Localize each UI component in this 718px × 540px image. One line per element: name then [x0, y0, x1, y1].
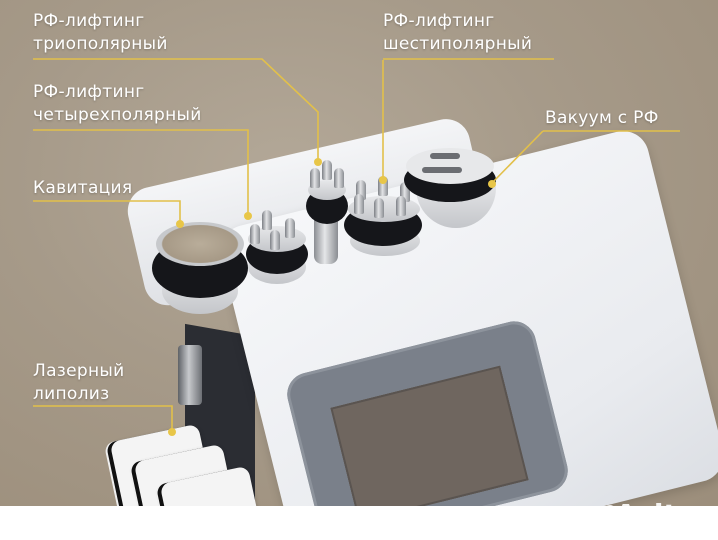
label-vacuum-rf: Вакуум с РФ — [545, 108, 659, 128]
label-laser-lipolysis: Лазерный липолиз — [33, 360, 124, 406]
leader-dot — [168, 428, 176, 436]
leader-line-laser — [33, 405, 173, 430]
vacuum-slot — [422, 167, 462, 173]
electrode-pin — [356, 180, 366, 200]
leader-dot — [488, 180, 496, 188]
electrode-pin — [374, 198, 384, 218]
bottom-strip — [0, 506, 718, 540]
leader-dot — [314, 158, 322, 166]
cavitation-handle — [178, 345, 202, 405]
label-line: липолиз — [33, 384, 110, 404]
vacuum-slot — [430, 153, 460, 159]
label-line: РФ-лифтинг — [383, 11, 495, 31]
electrode-pin — [262, 210, 272, 230]
leader-dot — [176, 220, 184, 228]
label-rf-hexapolar: РФ-лифтинг шестиполярный — [383, 10, 532, 56]
electrode-pin — [354, 194, 364, 214]
label-line: РФ-лифтинг — [33, 11, 145, 31]
leader-line-rf-quadpolar — [33, 129, 249, 214]
electrode-pin — [250, 224, 260, 244]
electrode-pin — [400, 182, 410, 202]
label-line: шестиполярный — [383, 34, 533, 54]
label-line: четырехполярный — [33, 105, 202, 125]
label-line: триополярный — [33, 34, 168, 54]
electrode-pin — [310, 168, 320, 188]
leader-dot — [379, 176, 387, 184]
label-rf-quadpolar: РФ-лифтинг четырехполярный — [33, 81, 202, 127]
label-rf-tripolar: РФ-лифтинг триополярный — [33, 10, 168, 56]
leader-dot — [244, 212, 252, 220]
cavitation-head — [156, 222, 244, 266]
leader-line-vacuum — [491, 130, 544, 184]
leader-line-cavitation — [33, 200, 181, 222]
leader-line-rf-tripolar — [33, 58, 319, 160]
rf-tripolar-handle — [314, 218, 338, 264]
label-line: Лазерный — [33, 361, 125, 381]
electrode-pin — [396, 196, 406, 216]
electrode-pin — [322, 160, 332, 180]
electrode-pin — [378, 176, 388, 196]
avito-watermark: Avito — [615, 498, 696, 506]
product-photo: РФ-лифтинг триополярный РФ-лифтинг четыр… — [0, 0, 718, 506]
electrode-pin — [270, 230, 280, 250]
avito-dots-icon — [606, 505, 614, 506]
label-cavitation: Кавитация — [33, 178, 133, 198]
label-line: РФ-лифтинг — [33, 82, 145, 102]
electrode-pin — [334, 168, 344, 188]
electrode-pin — [285, 218, 295, 238]
leader-lines — [33, 58, 680, 436]
